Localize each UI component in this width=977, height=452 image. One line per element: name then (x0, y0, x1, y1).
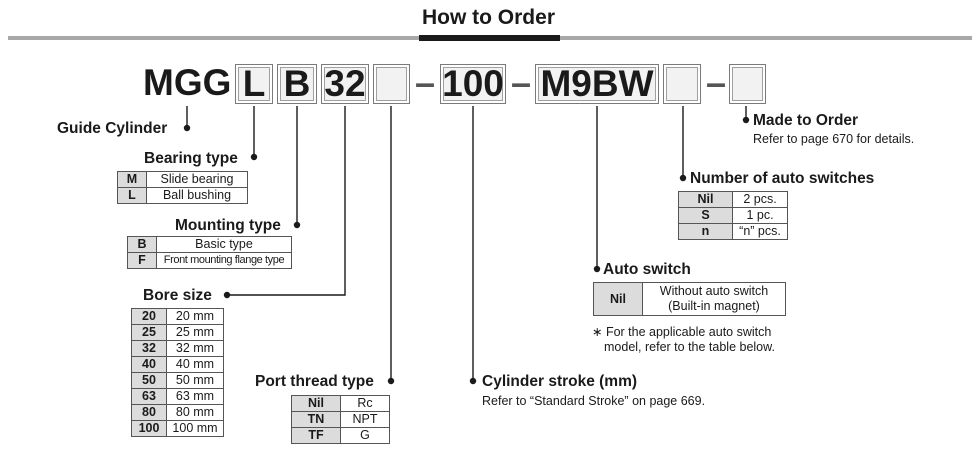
made-to-order-note: Refer to page 670 for details. (753, 132, 915, 146)
code-dash-3: – (706, 62, 727, 103)
code-box-port-thread (373, 64, 410, 104)
table-row: Nil Without auto switch (Built-in magnet… (593, 282, 786, 316)
bearing-type-table: M Slide bearing L Ball bushing (117, 171, 248, 204)
auto-switch-note-1: ∗ For the applicable auto switch (592, 325, 772, 339)
table-row: n“n” pcs. (678, 223, 788, 240)
table-row: M Slide bearing (117, 171, 248, 188)
guide-cylinder-label: Guide Cylinder (57, 120, 168, 137)
auto-switch-table: Nil Without auto switch (Built-in magnet… (593, 282, 786, 316)
auto-switch-label: Auto switch (603, 261, 691, 278)
cylinder-stroke-note: Refer to “Standard Stroke” on page 669. (482, 394, 706, 408)
code-box-num-switches (663, 64, 701, 104)
cylinder-stroke-label: Cylinder stroke (mm) (482, 373, 638, 390)
port-thread-label: Port thread type (255, 373, 374, 390)
code-dash-1: – (415, 62, 436, 103)
page-title: How to Order (421, 6, 555, 29)
made-to-order-label: Made to Order (753, 112, 859, 129)
code-box-stroke: 100 (440, 64, 506, 104)
code-box-made-to-order (729, 64, 766, 104)
table-row: L Ball bushing (117, 187, 248, 204)
bore-size-label: Bore size (143, 287, 212, 304)
auto-switch-note-2: model, refer to the table below. (604, 340, 775, 354)
bearing-type-label: Bearing type (144, 150, 238, 167)
code-box-bore: 32 (321, 64, 369, 104)
table-row: F Front mounting flange type (127, 252, 292, 269)
header-rule-accent (419, 35, 560, 41)
mounting-type-label: Mounting type (175, 217, 281, 234)
num-switches-label: Number of auto switches (690, 170, 875, 187)
code-dash-2: – (511, 62, 532, 103)
mounting-type-table: B Basic type F Front mounting flange typ… (127, 236, 292, 269)
code-box-mounting: B (277, 64, 317, 104)
code-prefix: MGG (143, 62, 232, 103)
code-box-bearing: L (235, 64, 273, 104)
table-row: B Basic type (127, 236, 292, 253)
code-box-auto-switch: M9BW (535, 64, 659, 104)
